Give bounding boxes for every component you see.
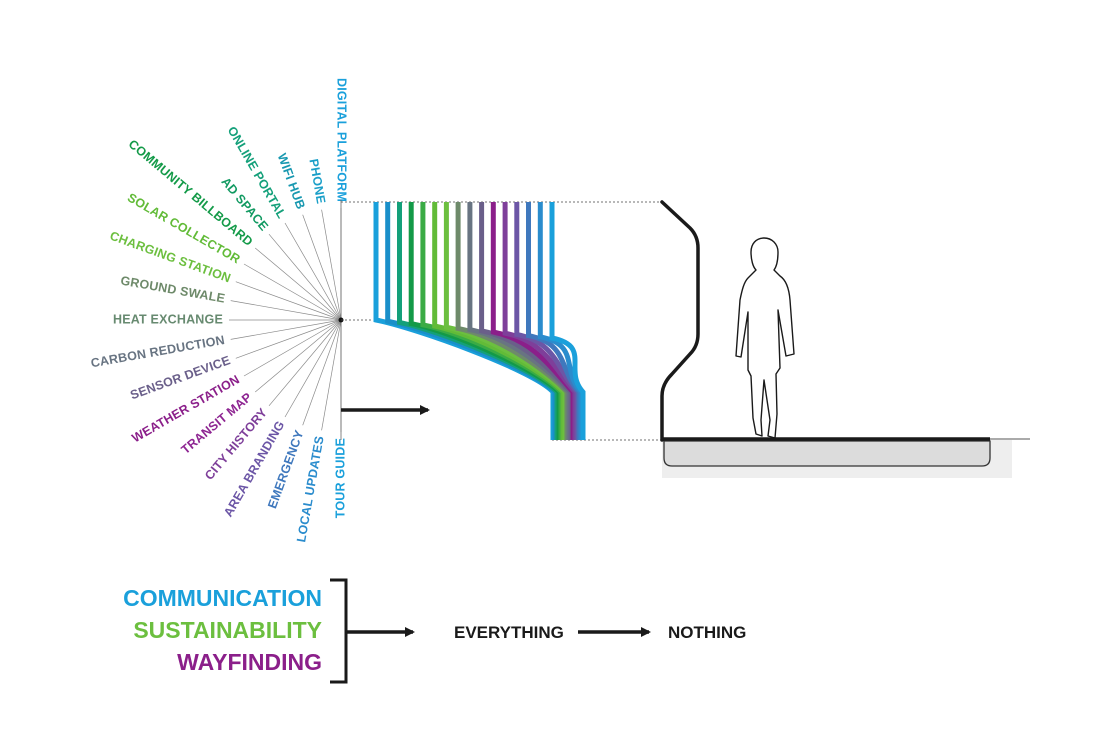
ground-slab [662,437,1030,478]
fan-spoke [230,300,342,321]
fan-spoke [302,319,342,426]
person-body [735,237,795,439]
fan-spoke [302,214,342,321]
fan-spoke [235,281,342,321]
fan-spoke [243,263,342,321]
fan-spoke [284,222,342,321]
fan-spoke [230,319,342,340]
ground-base [663,440,991,467]
fan-spoke [321,209,342,321]
flow-everything-label: EVERYTHING [454,623,564,642]
flow-nothing-label: NOTHING [668,623,746,642]
fan-label: HEAT EXCHANGE [113,312,223,326]
strand [549,202,586,440]
dashed-guides [341,201,662,441]
strand [432,202,566,440]
fan-label: DIGITAL PLATFORM [335,78,349,202]
strand-bundle [373,202,586,440]
fan-spoke [268,319,342,407]
wall-profile [660,200,700,442]
legend-sustainability: SUSTAINABILITY [133,617,322,643]
person-silhouette [735,237,795,439]
fan-spoke [321,319,342,431]
legend-wayfinding: WAYFINDING [177,649,322,675]
legend-bracket [330,578,348,684]
fan-label: TOUR GUIDE [333,438,347,518]
fan-label: PHONE [306,158,328,205]
legend-communication: COMMUNICATION [123,585,322,611]
fan-spoke [254,319,342,393]
fan-spoke [268,233,342,321]
fan-spoke [254,247,342,321]
fan-spoke [243,319,342,377]
fan-spoke [284,319,342,418]
fan-spoke [235,319,342,359]
